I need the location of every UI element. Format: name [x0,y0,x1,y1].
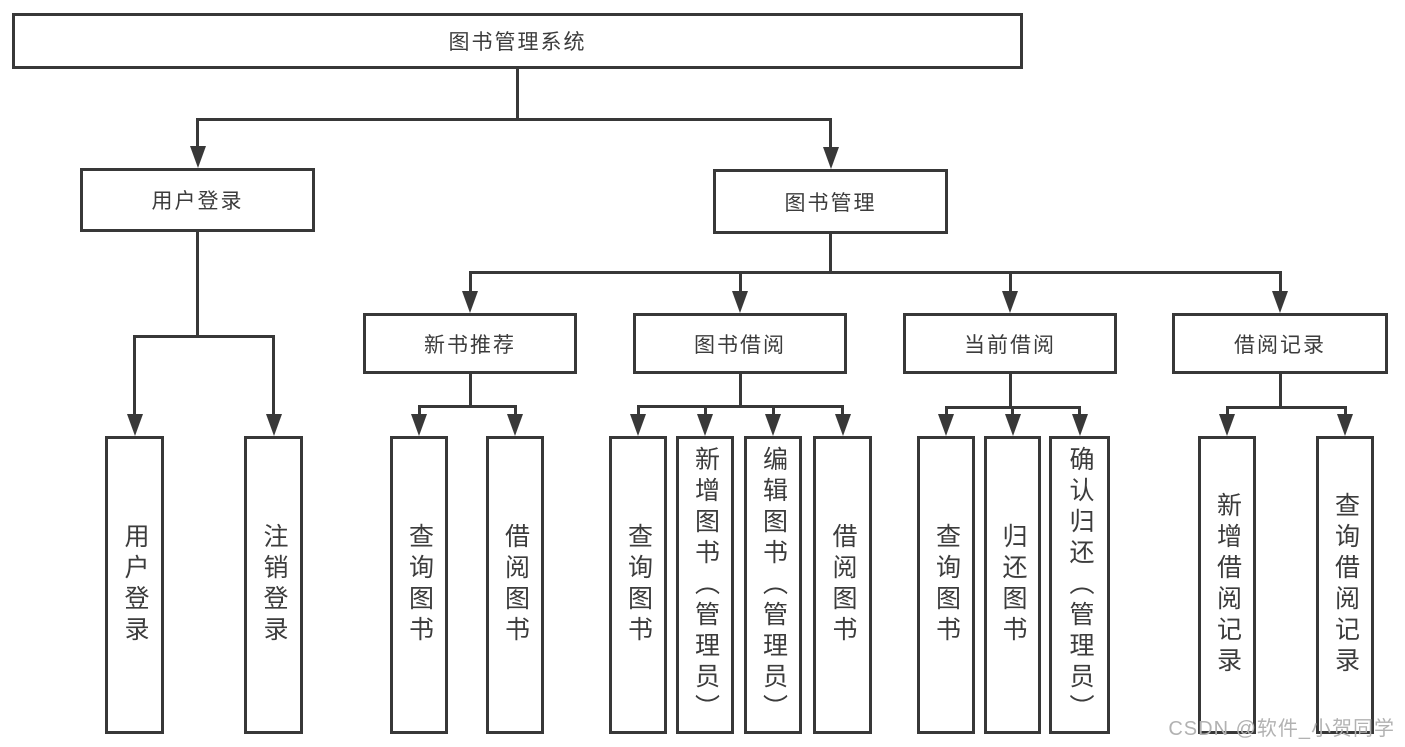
arrowhead-icon [732,291,748,313]
arrowhead-icon [1071,414,1088,436]
connector-line [1008,271,1012,299]
node-root: 图书管理系统 [12,13,1023,69]
node-label: 借阅图书 [829,523,857,647]
connector-line [703,405,707,422]
connector-line [771,405,775,422]
node-label: 查询图书 [932,523,961,647]
node-label: 新增借阅记录 [1213,492,1242,678]
node-v-borrow-1: 借阅图书 [486,436,544,734]
node-label: 图书管理系统 [448,31,587,54]
arrowhead-icon [1002,291,1018,313]
node-label: 新增图书（管理员） [691,445,720,725]
node-label: 归还图书 [999,523,1027,647]
node-label: 图书管理 [784,191,877,215]
node-label: 新书推荐 [424,333,516,357]
connector-line [738,374,742,408]
arrowhead-icon [938,414,954,436]
connector-line [1008,374,1012,409]
arrowhead-icon [1272,291,1288,313]
connector-line [841,405,844,422]
node-v-add-book: 新增图书（管理员） [676,436,734,734]
arrowhead-icon [630,414,646,436]
node-label: 查询借阅记录 [1331,492,1360,678]
arrowhead-icon [1219,414,1235,436]
connector-line [133,335,136,422]
arrowhead-icon [834,414,851,436]
node-label: 借阅图书 [501,523,530,647]
node-current-borrow: 当前借阅 [903,313,1117,374]
arrowhead-icon [189,146,206,168]
node-v-return: 归还图书 [984,436,1041,734]
node-new-rec: 新书推荐 [363,313,577,374]
connector-line [829,234,832,274]
node-label: 用户登录 [151,190,244,213]
connector-line [272,335,275,422]
node-v-confirm: 确认归还（管理员） [1049,436,1110,734]
node-v-user-login: 用户登录 [105,436,164,734]
node-label: 当前借阅 [964,333,1056,357]
node-label: 确认归还（管理员） [1066,445,1094,725]
connector-line [738,271,742,299]
arrowhead-icon [462,291,478,313]
node-v-query-3: 查询图书 [917,436,975,734]
node-label: 注销登录 [260,523,288,647]
node-borrow-records: 借阅记录 [1172,313,1388,374]
node-v-add-record: 新增借阅记录 [1198,436,1256,734]
arrowhead-icon [1004,414,1021,436]
node-label: 借阅记录 [1234,333,1326,357]
connector-line [636,405,844,408]
node-v-borrow-2: 借阅图书 [813,436,872,734]
connector-line [468,271,1282,274]
connector-line [196,118,832,121]
arrowhead-icon [822,147,839,169]
arrowhead-icon [265,414,282,436]
node-v-query-record: 查询借阅记录 [1316,436,1374,734]
node-v-logout: 注销登录 [244,436,303,734]
connector-line [196,118,199,154]
node-v-query-1: 查询图书 [390,436,448,734]
connector-line [1278,271,1282,299]
node-book-borrow: 图书借阅 [633,313,847,374]
connector-line [468,271,472,299]
node-v-edit-book: 编辑图书（管理员） [744,436,802,734]
connector-line [1225,406,1347,409]
node-book-mgmt: 图书管理 [713,169,948,234]
connector-line [829,118,832,155]
node-label: 编辑图书（管理员） [759,445,788,725]
connector-line [417,405,517,408]
arrowhead-icon [507,414,523,436]
node-label: 查询图书 [405,523,434,647]
arrowhead-icon [697,414,713,436]
arrowhead-icon [126,414,143,436]
node-v-query-2: 查询图书 [609,436,667,734]
connector-line [1278,374,1282,409]
connector-line [636,405,640,422]
node-user-login: 用户登录 [80,168,315,232]
arrowhead-icon [765,414,781,436]
connector-line [196,232,199,338]
node-label: 查询图书 [624,523,653,647]
connector-line [468,374,472,408]
node-label: 图书借阅 [694,333,786,357]
arrowhead-icon [411,414,427,436]
connector-line [417,405,421,422]
node-label: 用户登录 [121,523,149,647]
connector-line [513,405,517,422]
arrowhead-icon [1337,414,1353,436]
connector-line [133,335,275,338]
connector-line [516,69,519,121]
